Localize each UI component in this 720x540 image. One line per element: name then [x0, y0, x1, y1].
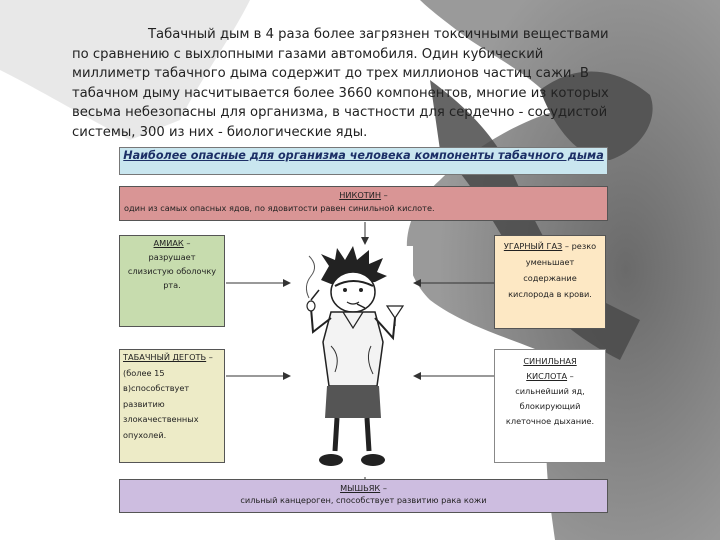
ammonia-line-3: рта.: [163, 280, 181, 290]
tar-line-1: (более 15: [123, 367, 165, 378]
nicotine-description: один из самых опасных ядов, по ядовитост…: [124, 203, 435, 213]
acid-title-2: КИСЛОТА –: [495, 369, 605, 384]
nicotine-name: НИКОТИН: [339, 190, 382, 200]
ammonia-title: АМИАК –: [120, 236, 224, 250]
ammonia-dash: –: [183, 238, 191, 248]
ammonia-box: АМИАК – разрушает слизистую оболочку рта…: [119, 235, 225, 327]
co-dash: – резко: [562, 241, 597, 251]
tar-line-4: злокачественных: [123, 414, 199, 424]
ammonia-line-2: слизистую оболочку: [127, 266, 217, 276]
co-name: УГАРНЫЙ ГАЗ: [503, 241, 563, 251]
carbon-monoxide-box: УГАРНЫЙ ГАЗ – резко уменьшает содержание…: [494, 235, 606, 329]
tar-dash: –: [206, 352, 213, 362]
intro-paragraph: Табачный дым в 4 раза более загрязнен то…: [72, 27, 609, 140]
header-title: Наиболее опасные для организма человека …: [123, 149, 604, 162]
arsenic-dash: –: [380, 483, 387, 493]
tar-name: ТАБАЧНЫЙ ДЕГОТЬ: [123, 352, 207, 362]
ammonia-line-1: разрушает: [148, 252, 196, 262]
tar-line-2: в)способствует: [123, 383, 190, 393]
acid-line-1: сильнейший яд,: [515, 386, 585, 396]
arsenic-title: МЫШЬЯК –: [120, 482, 607, 494]
arsenic-box: МЫШЬЯК – сильный канцероген, способствуе…: [119, 479, 608, 513]
arsenic-description: сильный канцероген, способствует развити…: [240, 495, 487, 505]
co-line-3: кислорода в крови.: [508, 289, 592, 299]
co-line-2: содержание: [523, 273, 577, 283]
tar-line-5: опухолей.: [123, 429, 167, 440]
tar-line-3: развитию: [123, 398, 165, 409]
arsenic-name: МЫШЬЯК: [340, 483, 381, 493]
nicotine-dash: –: [381, 190, 388, 200]
hydrocyanic-acid-box: СИНИЛЬНАЯ КИСЛОТА – сильнейший яд, блоки…: [494, 349, 606, 463]
acid-name-2: КИСЛОТА: [526, 371, 568, 381]
co-title: УГАРНЫЙ ГАЗ – резко: [495, 238, 605, 254]
acid-dash: –: [567, 371, 574, 381]
tar-box: ТАБАЧНЫЙ ДЕГОТЬ – (более 15 в)способству…: [119, 349, 225, 463]
acid-line-3: клеточное дыхание.: [505, 416, 595, 426]
acid-name-1: СИНИЛЬНАЯ: [523, 356, 577, 366]
nicotine-title: НИКОТИН –: [120, 190, 607, 200]
co-line-1: уменьшает: [525, 257, 575, 267]
ammonia-name: АМИАК: [153, 238, 184, 248]
header-banner: Наиболее опасные для организма человека …: [119, 147, 608, 175]
smoking-boy-illustration: [291, 246, 413, 477]
tar-title: ТАБАЧНЫЙ ДЕГОТЬ –: [123, 350, 224, 366]
nicotine-box: НИКОТИН – один из самых опасных ядов, по…: [119, 186, 608, 221]
acid-line-2: блокирующий: [519, 401, 581, 411]
